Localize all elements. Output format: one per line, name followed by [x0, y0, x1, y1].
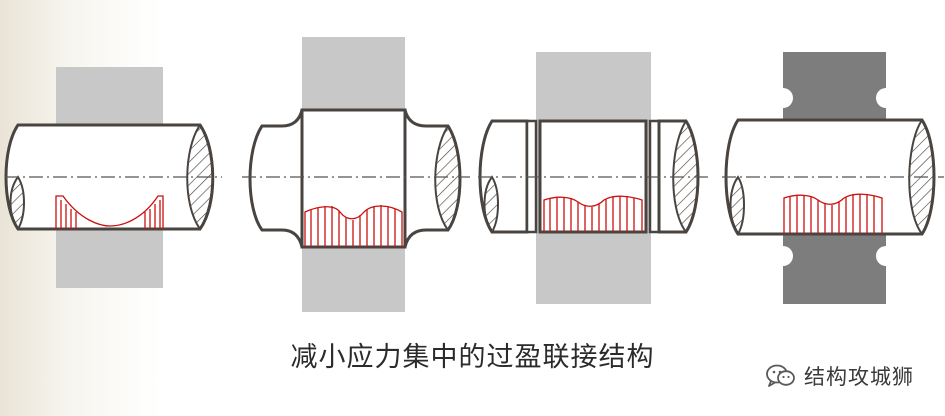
section-hatch-left [9, 175, 25, 231]
shaft-body [248, 109, 304, 248]
section-hatch-right [672, 119, 699, 234]
stress-distribution [55, 195, 164, 229]
panel-plain-fit [4, 67, 222, 288]
panel-fillet-fit [242, 37, 470, 312]
watermark: 结构攻城狮 [766, 360, 914, 392]
stress-distribution [543, 195, 643, 232]
stress-distribution [783, 193, 883, 234]
section-hatch-left [729, 175, 745, 236]
section-hatch-right [434, 124, 461, 232]
watermark-text: 结构攻城狮 [804, 365, 914, 389]
panel-hub-groove-fit [722, 52, 944, 304]
wechat-icon [766, 364, 795, 387]
panel-groove-fit [478, 52, 710, 304]
hub-block-lower [783, 234, 886, 304]
section-hatch-left [483, 175, 499, 234]
diagram-caption: 减小应力集中的过盈联接结构 [290, 342, 655, 373]
stress-distribution [304, 205, 403, 247]
hub-block [783, 52, 886, 120]
